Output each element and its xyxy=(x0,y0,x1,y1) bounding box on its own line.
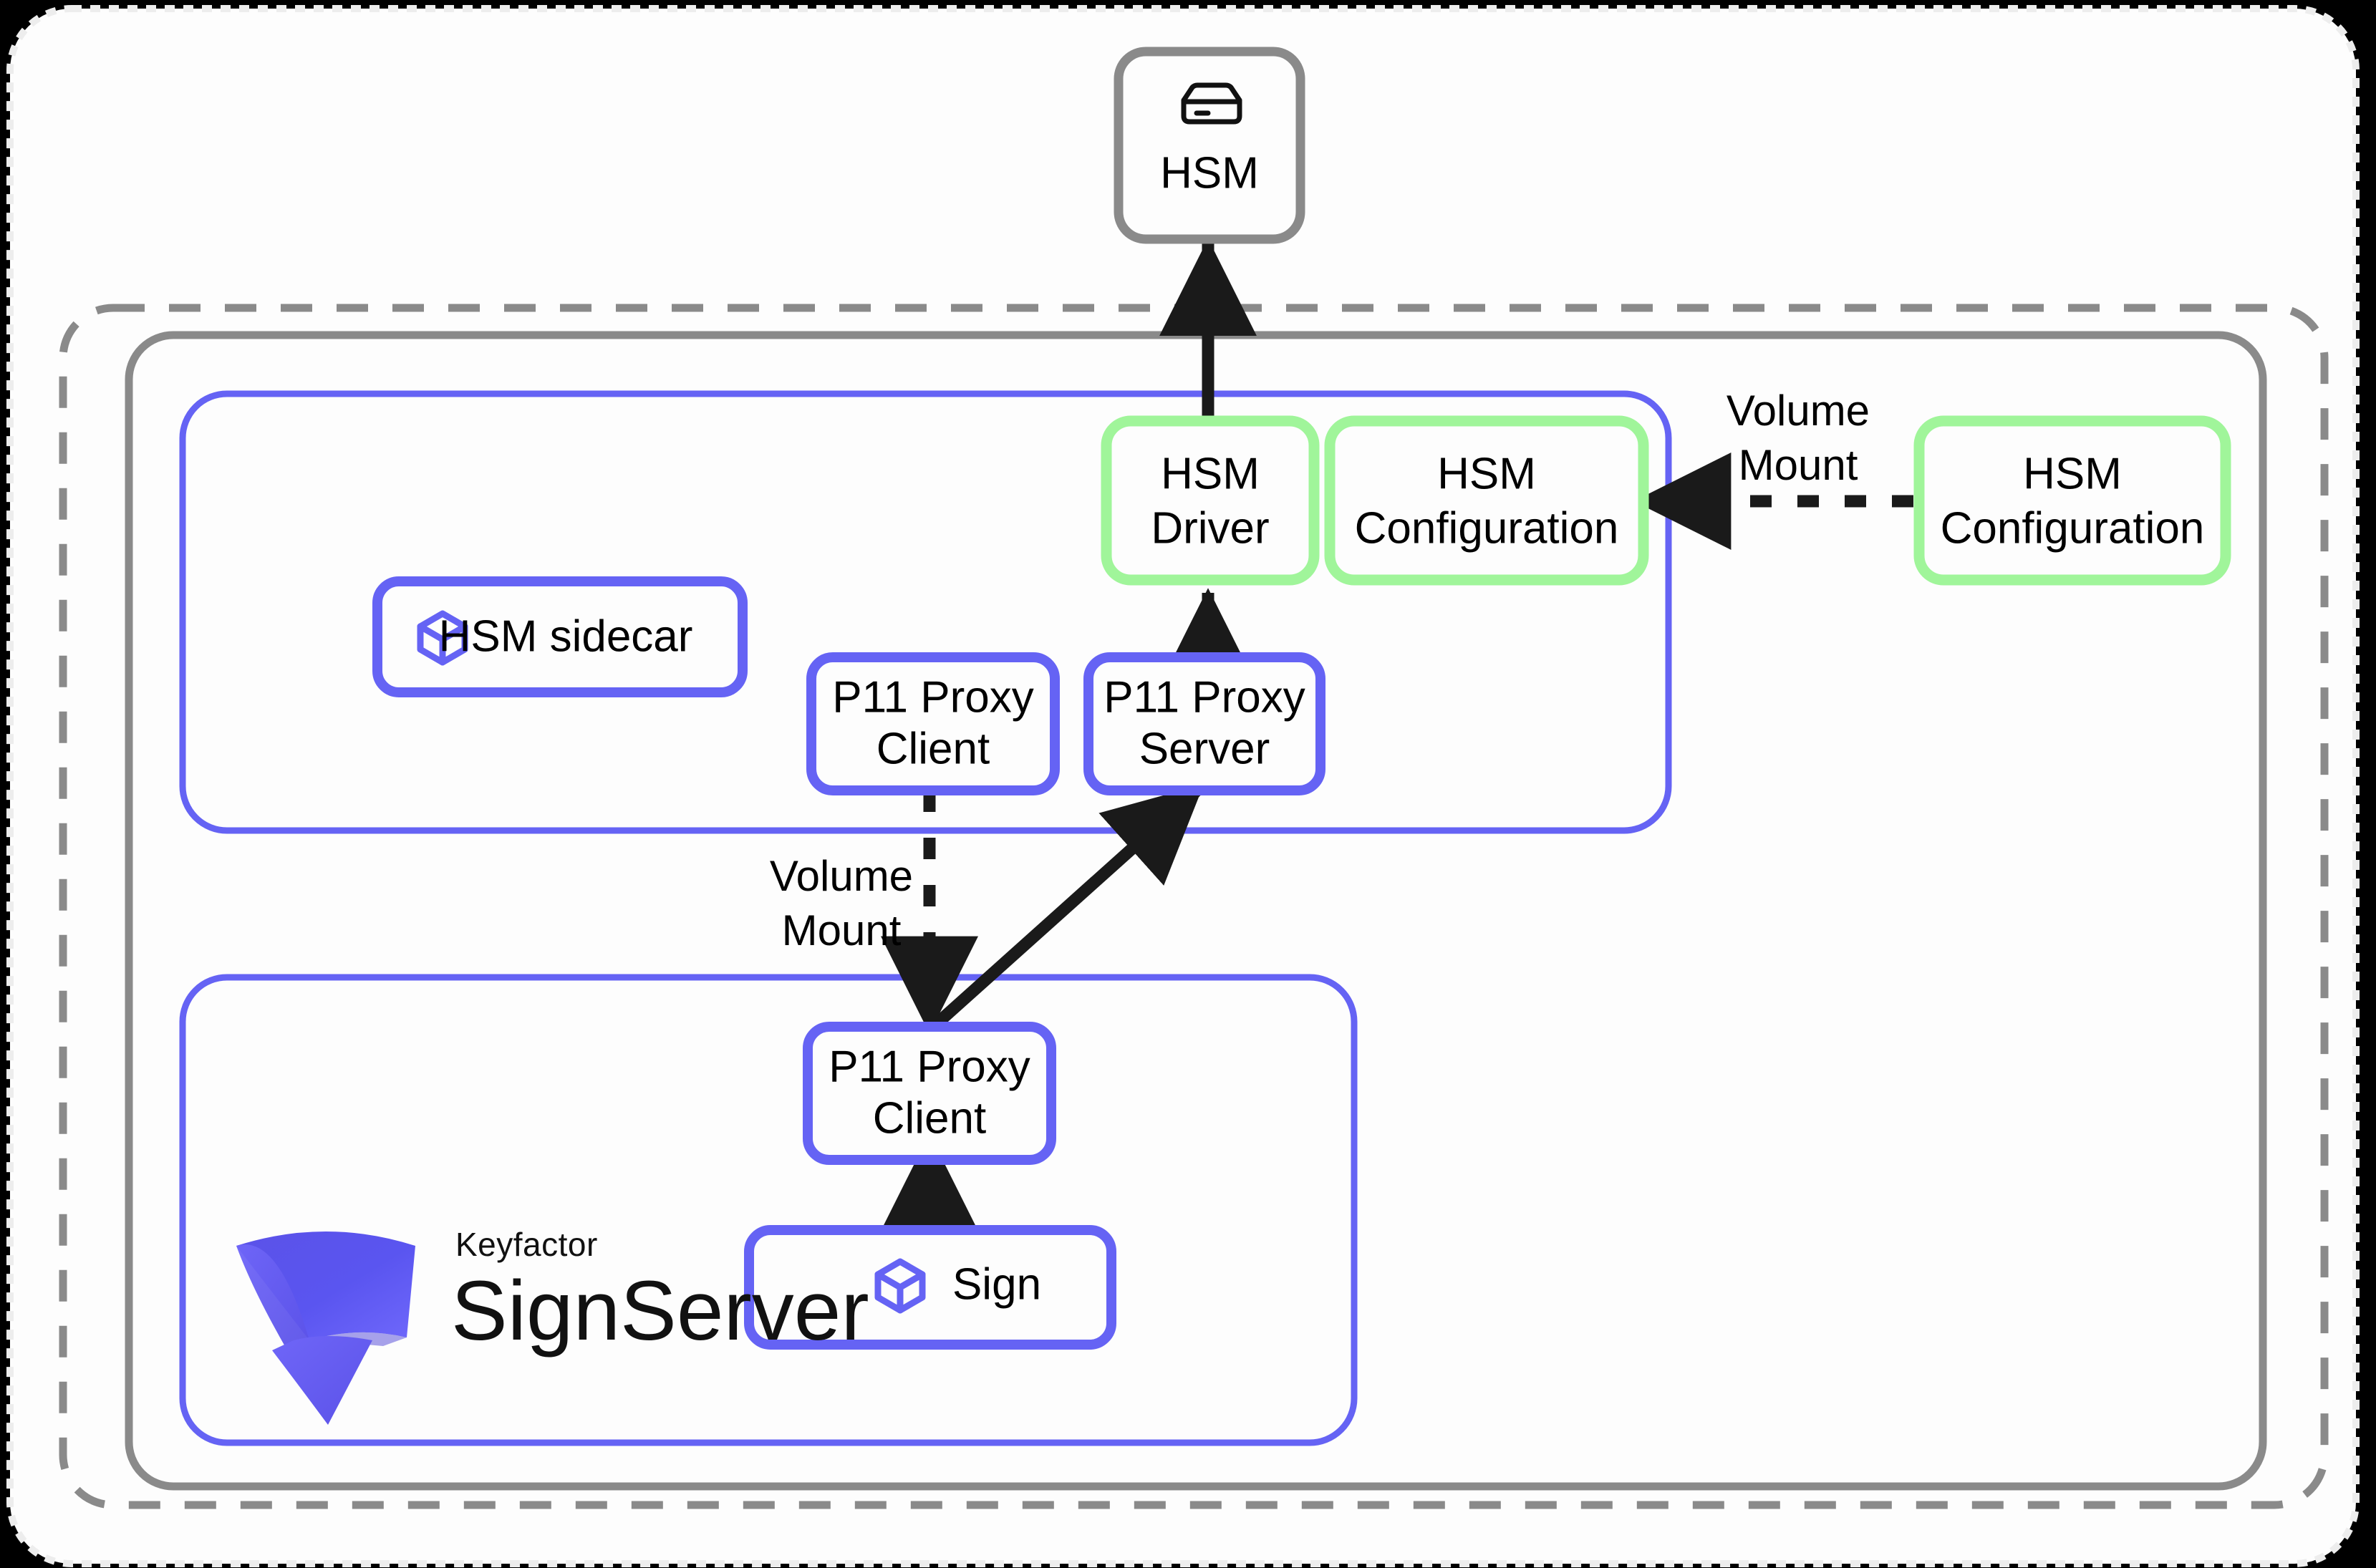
edge-label-volume-mount-config: Volume Mount xyxy=(1727,387,1870,489)
keyfactor-signserver-logo: Keyfactor SignServer xyxy=(236,1226,869,1425)
node-hsm-configuration-pod-label-2: Configuration xyxy=(1355,503,1619,553)
node-p11-proxy-client-top-box xyxy=(806,652,1060,795)
node-p11-proxy-server-box xyxy=(1083,652,1325,795)
edge-label-volume-mount-config-line1: Volume xyxy=(1727,387,1870,435)
logo-product-text: SignServer xyxy=(451,1264,869,1358)
node-p11-proxy-client-top-label-2: Client xyxy=(876,724,990,773)
node-hsm-configuration-external-box xyxy=(1913,415,2231,586)
edge-label-volume-mount-config-line2: Mount xyxy=(1739,441,1858,489)
node-hsm-box xyxy=(1114,47,1305,244)
node-sign[interactable]: Sign xyxy=(744,1225,1116,1350)
node-hsm-configuration-pod[interactable]: HSM Configuration xyxy=(1324,415,1649,586)
node-hsm-driver[interactable]: HSM Driver xyxy=(1101,415,1320,586)
edge-label-volume-mount-client: Volume Mount xyxy=(770,852,913,954)
node-hsm-driver-label-2: Driver xyxy=(1151,503,1269,553)
node-hsm-configuration-external-label-1: HSM xyxy=(2023,449,2122,498)
edge-label-volume-mount-client-line1: Volume xyxy=(770,852,913,900)
hard-drive-icon xyxy=(1181,82,1242,125)
hsm-sidecar-pod-container xyxy=(179,390,1672,834)
node-p11-proxy-client-top[interactable]: P11 Proxy Client xyxy=(806,652,1060,795)
node-hsm-sidecar-text: HSM sidecar xyxy=(439,611,693,661)
node-p11-proxy-client-bottom-label-2: Client xyxy=(873,1093,987,1143)
node-hsm-sidecar-label[interactable]: HSM sidecar xyxy=(372,576,748,697)
node-hsm-sidecar-box xyxy=(372,576,748,697)
node-p11-proxy-server[interactable]: P11 Proxy Server xyxy=(1083,652,1325,795)
node-sign-box xyxy=(744,1225,1116,1350)
node-hsm-configuration-pod-label-1: HSM xyxy=(1437,449,1536,498)
cube-icon xyxy=(874,1258,926,1314)
node-p11-proxy-client-bottom-box xyxy=(803,1022,1056,1165)
edge-label-volume-mount-client-line2: Mount xyxy=(782,906,902,954)
node-p11-proxy-client-top-label-1: P11 Proxy xyxy=(832,672,1033,722)
logo-brand-text: Keyfactor xyxy=(455,1226,598,1263)
node-hsm-label: HSM xyxy=(1160,148,1259,198)
node-hsm-configuration-pod-box xyxy=(1324,415,1649,586)
node-hsm-driver-box xyxy=(1101,415,1320,586)
node-hsm-configuration-external-label-2: Configuration xyxy=(1941,503,2205,553)
signserver-pod-container xyxy=(179,974,1358,1446)
node-p11-proxy-server-label-1: P11 Proxy xyxy=(1104,672,1305,722)
node-hsm[interactable]: HSM xyxy=(1114,47,1305,244)
keyfactor-fan-mark xyxy=(236,1231,415,1425)
node-p11-proxy-client-bottom[interactable]: P11 Proxy Client xyxy=(803,1022,1056,1165)
node-hsm-configuration-external[interactable]: HSM Configuration xyxy=(1913,415,2231,586)
node-sign-label: Sign xyxy=(952,1259,1041,1309)
cube-icon xyxy=(417,610,468,666)
node-hsm-driver-label-1: HSM xyxy=(1161,449,1260,498)
node-p11-proxy-server-label-2: Server xyxy=(1139,724,1270,773)
node-p11-proxy-client-bottom-label-1: P11 Proxy xyxy=(829,1042,1030,1091)
